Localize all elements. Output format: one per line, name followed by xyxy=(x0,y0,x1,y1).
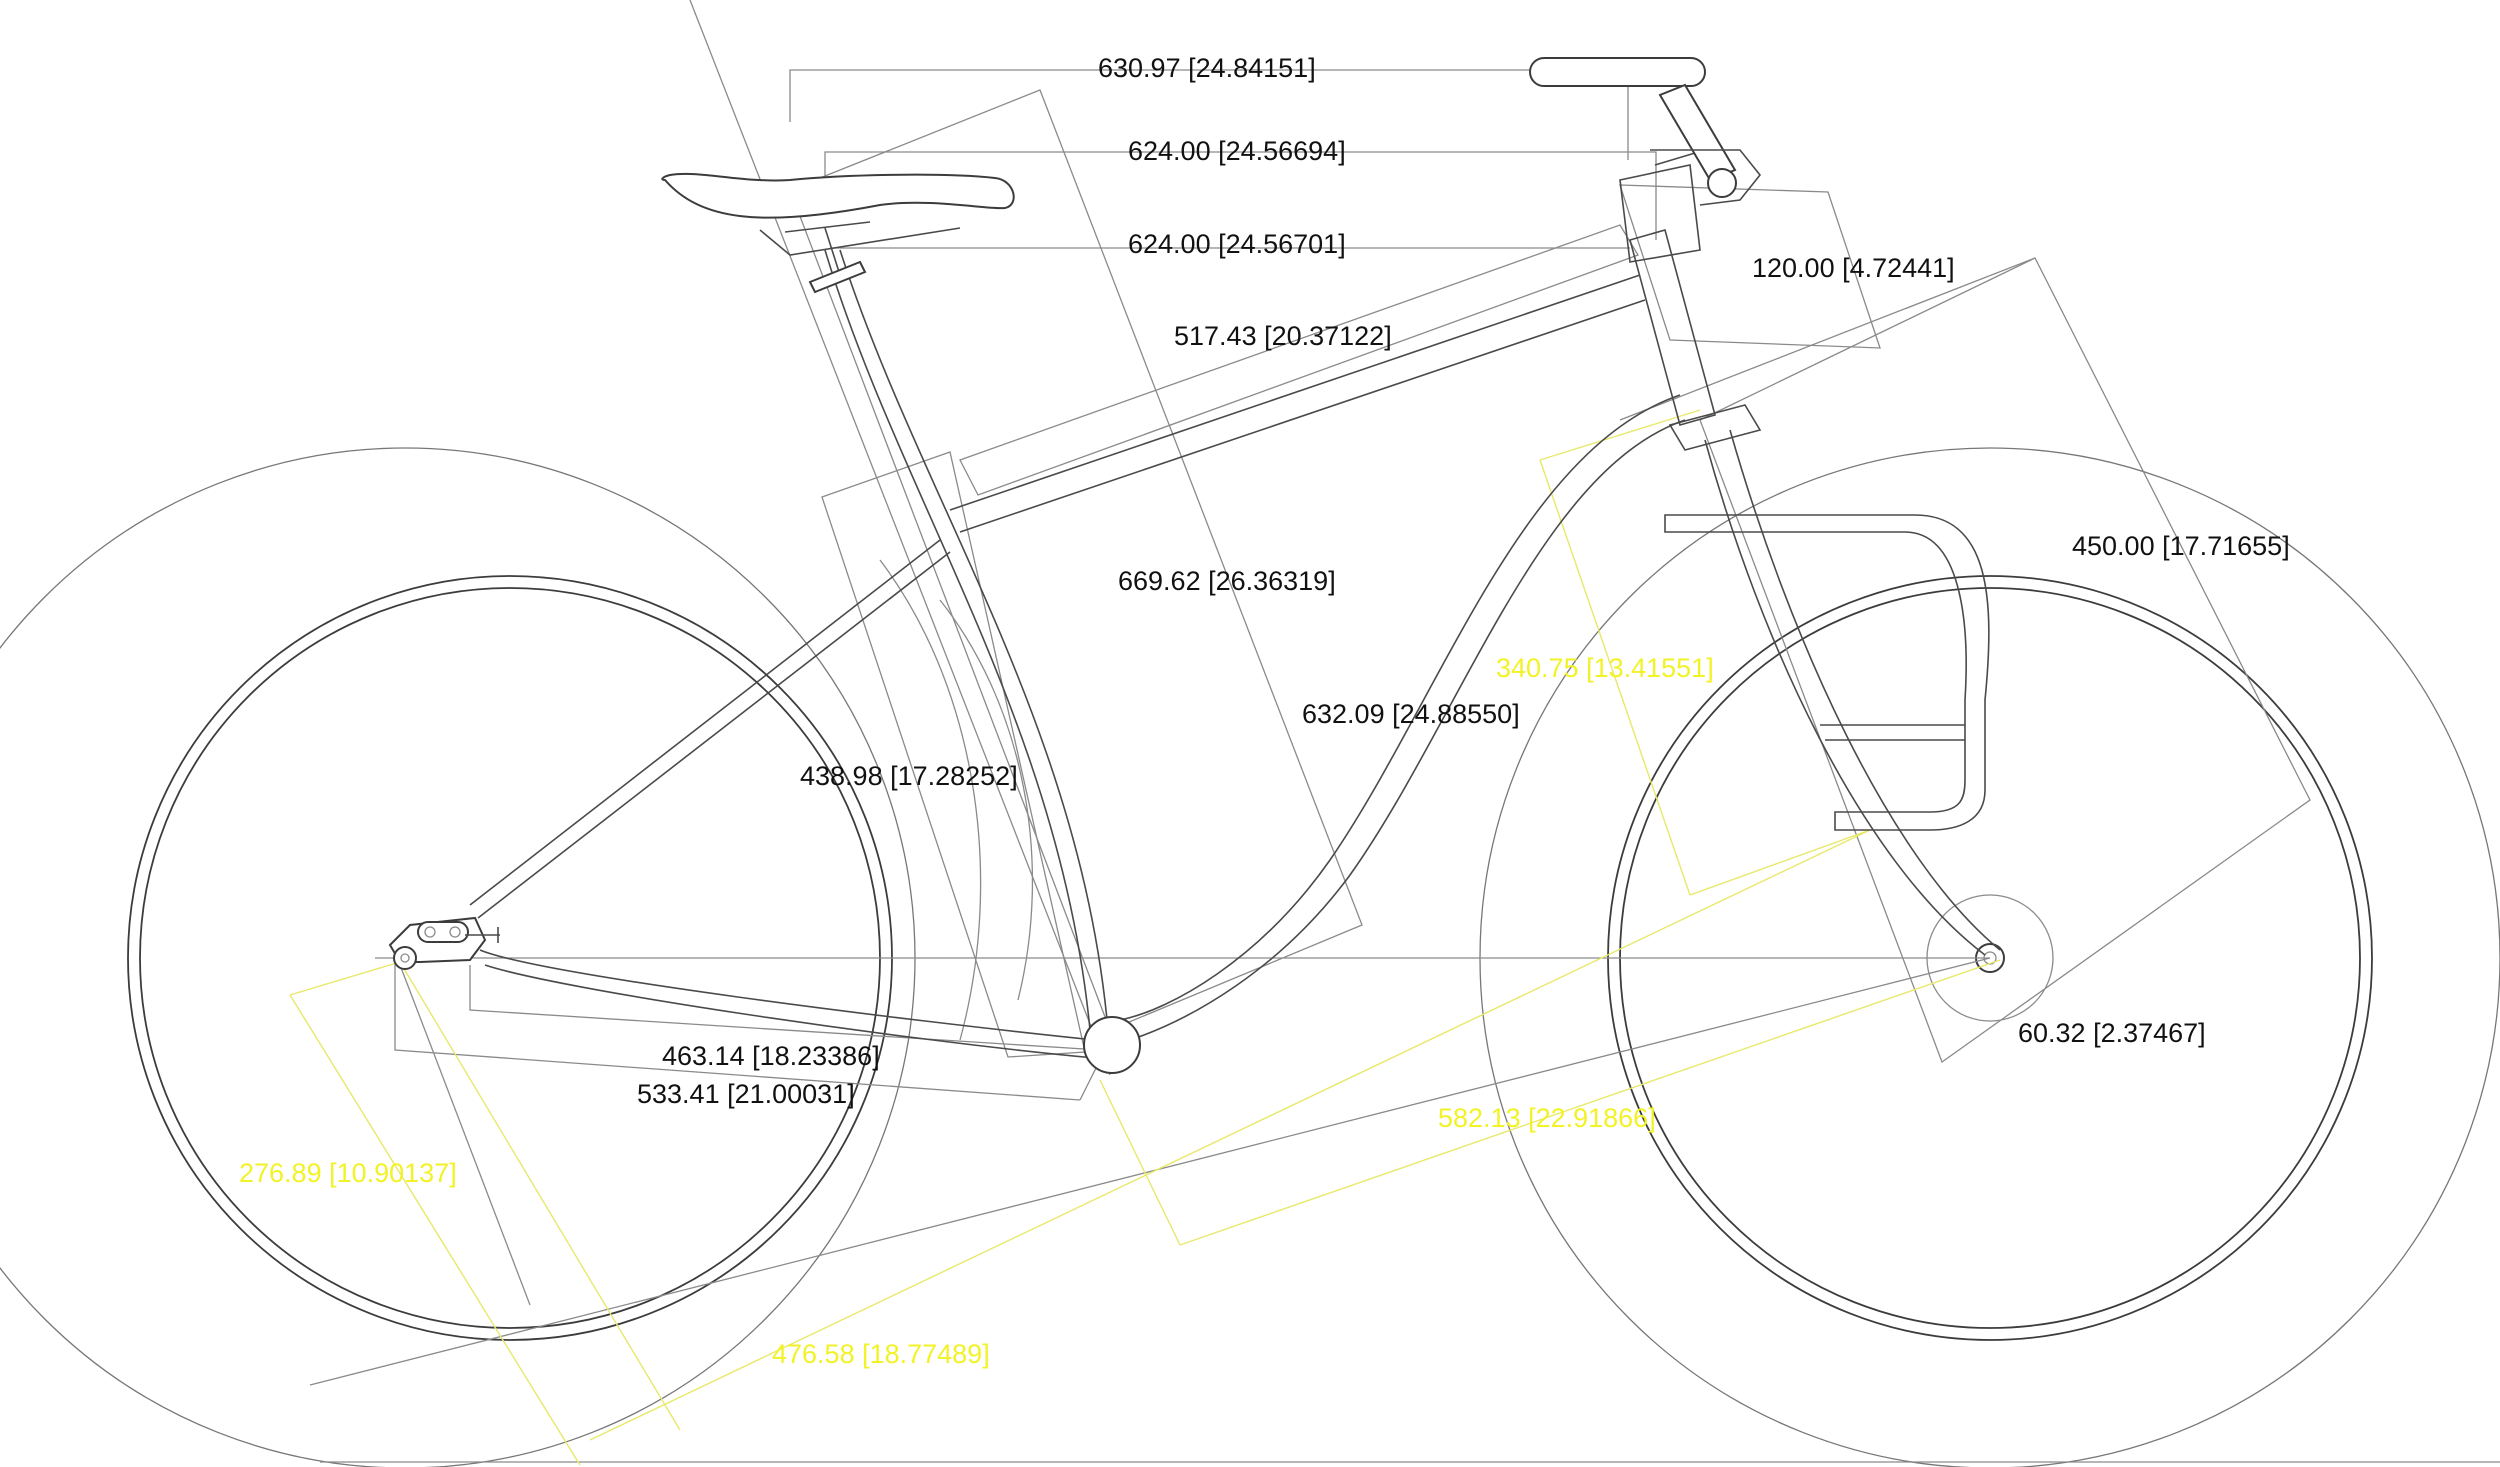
dim-label-head-tube: 120.00 [4.72441] xyxy=(1752,253,1955,283)
dim-label-rear-drop: 276.89 [10.90137] xyxy=(239,1158,457,1188)
dim-label-top-tube: 517.43 [20.37122] xyxy=(1174,321,1392,351)
bottom-bracket xyxy=(1083,1016,1141,1074)
stem xyxy=(1619,164,1701,263)
dim-label-seat-height: 669.62 [26.36319] xyxy=(1118,566,1336,596)
chainstay xyxy=(479,949,1096,1041)
dim-label-chainstay: 463.14 [18.23386] xyxy=(662,1041,880,1071)
seat-stay xyxy=(469,539,941,906)
down-tube xyxy=(1119,394,1681,1021)
dim-label-wheelbase-lower: 476.58 [18.77489] xyxy=(772,1339,990,1369)
dim-label-seat-tube: 438.98 [17.28252] xyxy=(800,761,1018,791)
chainring-arcs xyxy=(879,559,1034,1041)
dim-label-stack-lower: 624.00 [24.56701] xyxy=(1128,229,1346,259)
dim-label-front-center: 582.13 [22.91866] xyxy=(1438,1103,1656,1133)
rear-dropout xyxy=(388,916,500,970)
dimension-labels: 630.97 [24.84151] 624.00 [24.56694] 624.… xyxy=(239,53,2290,1369)
dim-label-stack-upper: 624.00 [24.56694] xyxy=(1128,136,1346,166)
head-tube xyxy=(1629,229,1716,426)
dim-label-down-tube: 632.09 [24.88550] xyxy=(1302,699,1520,729)
dim-label-front-center-upper: 340.75 [13.41551] xyxy=(1496,653,1714,683)
handlebar xyxy=(1529,57,1762,206)
dim-label-fork-length: 450.00 [17.71655] xyxy=(2072,531,2290,561)
seat-tube xyxy=(824,249,1091,1031)
top-tube xyxy=(949,274,1641,511)
bike-frame xyxy=(469,149,2001,1074)
saddle xyxy=(661,172,1015,294)
seat-clamp xyxy=(808,260,867,294)
headset xyxy=(1668,404,1762,451)
dimension-lines xyxy=(309,0,2500,1463)
construction-lines xyxy=(289,409,2001,1466)
front-rack xyxy=(1664,514,1990,831)
seat-post xyxy=(824,227,841,276)
rear-axle xyxy=(393,946,417,970)
dim-label-rear-center: 533.41 [21.00031] xyxy=(637,1079,855,1109)
dim-label-handlebar-reach: 630.97 [24.84151] xyxy=(1098,53,1316,83)
fork-blade xyxy=(1704,439,1986,956)
dim-label-fork-offset: 60.32 [2.37467] xyxy=(2018,1018,2206,1048)
